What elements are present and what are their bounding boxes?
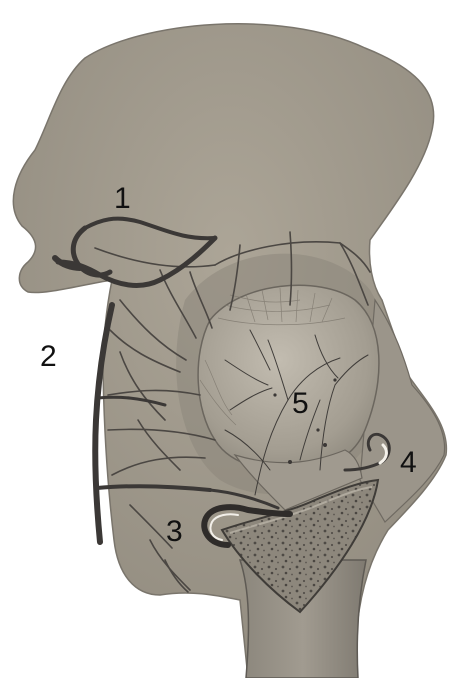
label-3: 3 [166, 515, 183, 548]
label-1: 1 [114, 182, 131, 215]
label-5: 5 [292, 387, 309, 420]
label-4: 4 [400, 446, 417, 479]
femoral-head [198, 285, 379, 472]
label-2: 2 [40, 340, 57, 373]
